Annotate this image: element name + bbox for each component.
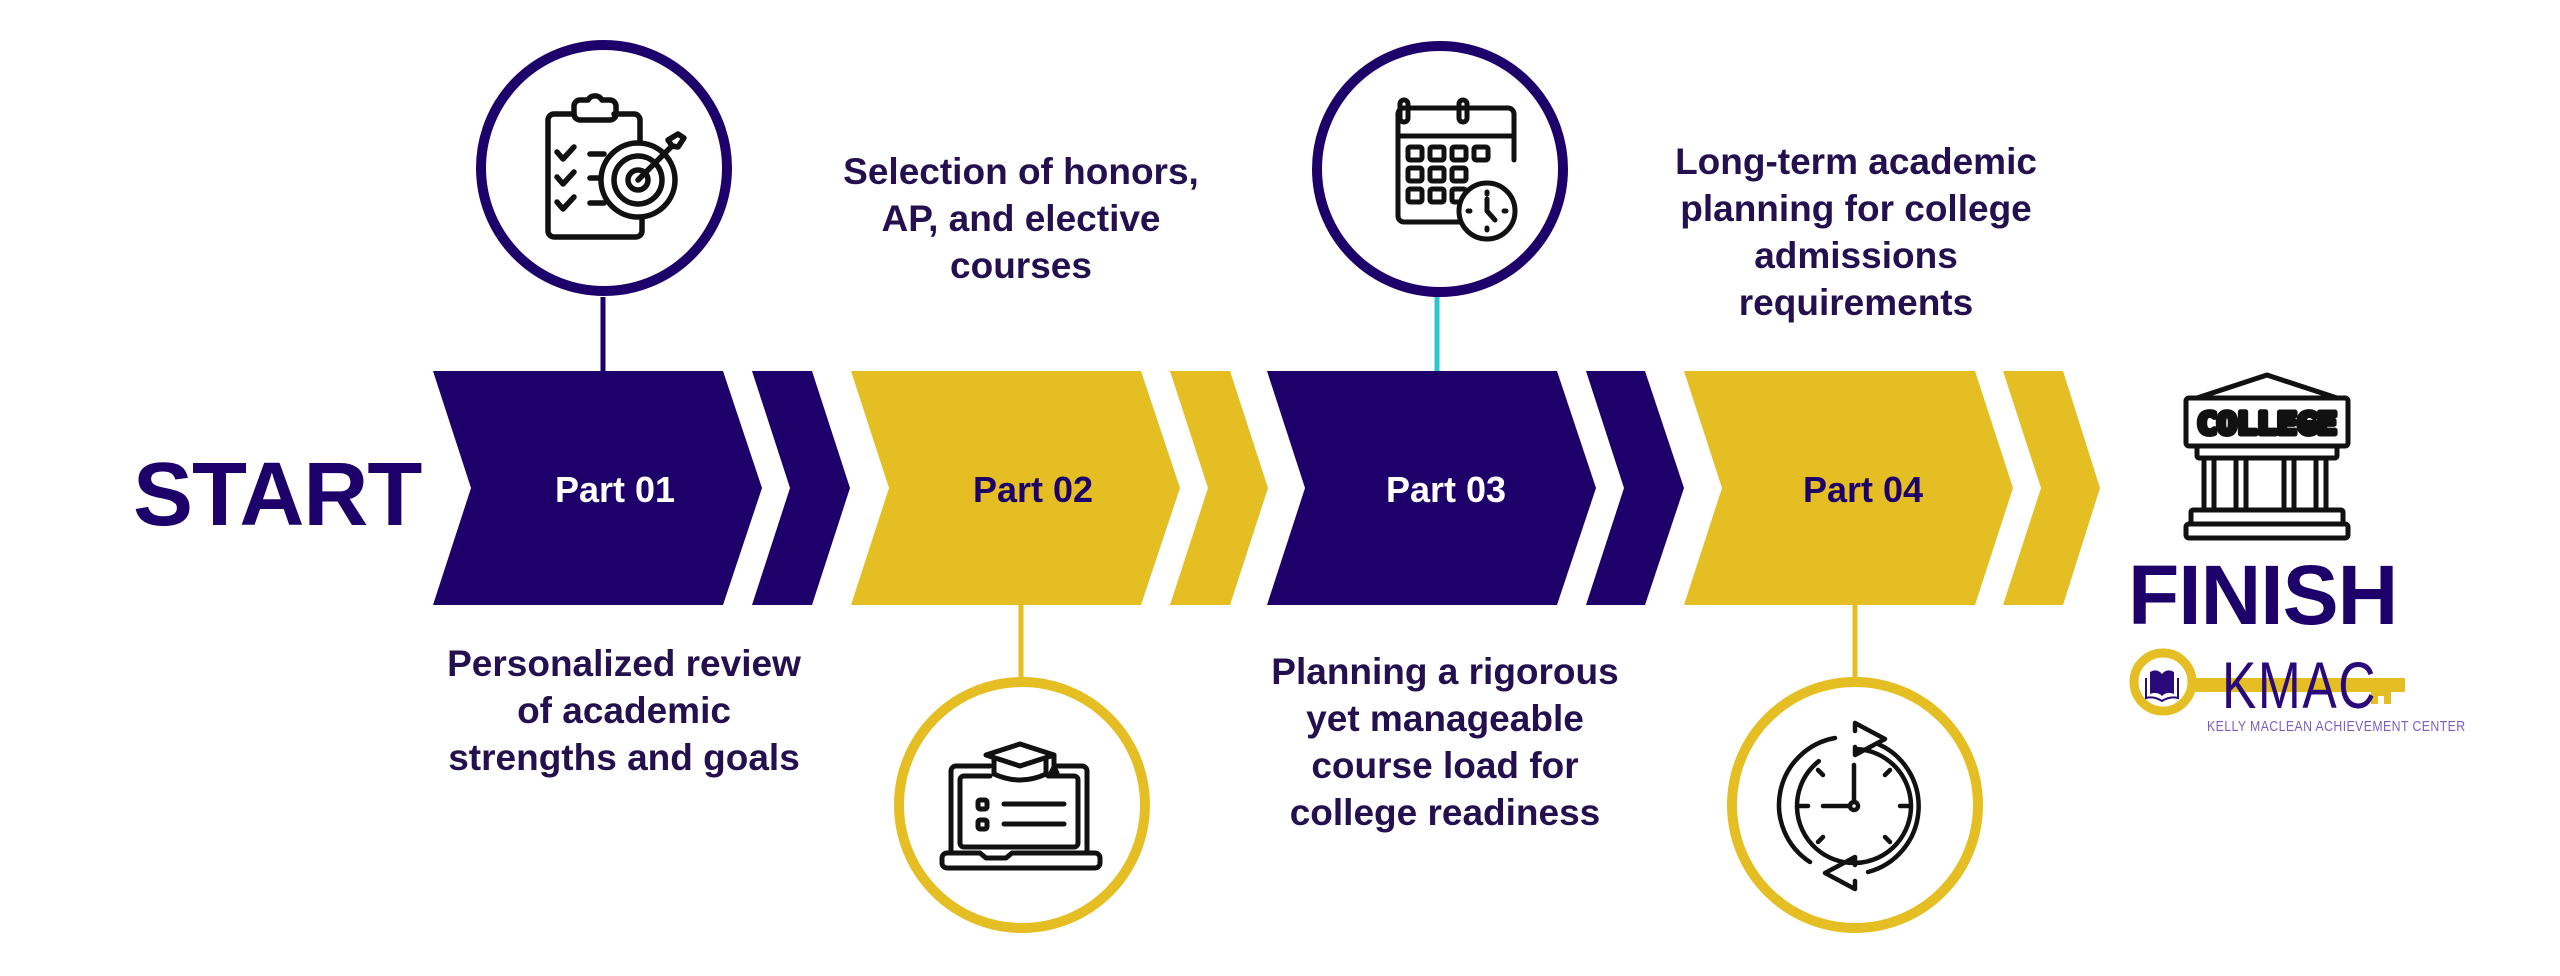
- clock-refresh-icon: [1776, 720, 1921, 892]
- chevron-main-3: [1267, 371, 1596, 605]
- chevron-small-3: [1586, 371, 1684, 605]
- step-1: [433, 40, 850, 605]
- part-label-4: Part 04: [1802, 469, 1924, 510]
- step-3-description: Planning a rigorous yet manageable cours…: [1271, 651, 1619, 833]
- chevron-small-1: [752, 371, 850, 605]
- start-label: START: [133, 445, 422, 545]
- logo-subtitle: KELLY MACLEAN ACHIEVEMENT CENTER: [2207, 718, 2466, 735]
- part-label-2: Part 02: [972, 469, 1094, 510]
- step-1-description: Personalized review of academic strength…: [447, 643, 801, 778]
- icon-circle-4: [1727, 677, 1983, 933]
- step-2: [851, 371, 1268, 933]
- laptop-graduation-cap-icon: [939, 741, 1103, 871]
- step-3: [1267, 41, 1684, 605]
- step-4: [1684, 371, 2100, 933]
- college-sign-text: COLLEGE: [2197, 407, 2337, 442]
- finish-label: FINISH: [2128, 548, 2398, 642]
- part-label-1: Part 01: [554, 469, 676, 510]
- clipboard-target-icon: [545, 93, 687, 240]
- part-label-3: Part 03: [1385, 469, 1507, 510]
- step-4-description: Long-term academic planning for college …: [1675, 141, 2037, 323]
- chevron-small-2: [1170, 371, 1268, 605]
- chevron-main-2: [851, 371, 1180, 605]
- chevron-main-4: [1684, 371, 2013, 605]
- calendar-clock-icon: [1395, 97, 1518, 242]
- step-2-description: Selection of honors, AP, and elective co…: [843, 151, 1199, 286]
- college-building-icon: COLLEGE: [2183, 372, 2351, 541]
- logo-wordmark: KMAC: [2222, 648, 2377, 722]
- chevron-main-1: [433, 371, 762, 605]
- chevron-small-4: [2003, 371, 2100, 605]
- key-book-icon: [2129, 648, 2405, 716]
